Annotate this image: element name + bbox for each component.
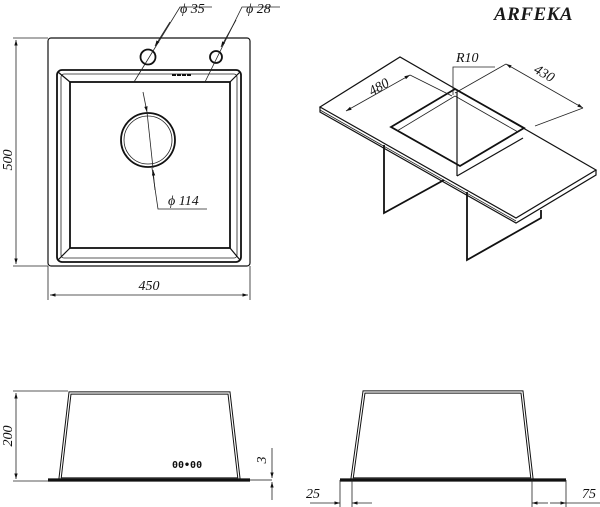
right-flange-dimension: 75 [582, 487, 596, 502]
overflow-symbol: 00•00 [172, 460, 202, 471]
tap-hole-28 [209, 50, 223, 64]
isometric-view: R10 480 430 [318, 51, 598, 262]
width-dimension-iso: 430 [531, 62, 557, 85]
tap-hole-35 [139, 48, 157, 66]
bowl-inner-wall [69, 81, 231, 249]
overflow-slots [172, 74, 191, 76]
depth-dimension: 480 [367, 76, 393, 99]
brand-logo: ARFEKA [493, 4, 573, 25]
bowl-outer-rim [56, 69, 242, 263]
rim-thickness-dimension: 3 [255, 457, 270, 465]
sink-outer-outline [47, 37, 251, 267]
front-view: 00•00 200 3 [1, 390, 274, 500]
top-view: ϕ 35 ϕ 28 ϕ 114 500 450 [1, 2, 280, 300]
depth-dimension-front: 200 [1, 426, 16, 447]
radius-dimension: R10 [455, 51, 479, 66]
drain-dimension: ϕ 114 [168, 194, 199, 209]
height-dimension: 500 [1, 150, 16, 171]
drain-hole [120, 112, 176, 168]
hole-right-dimension: ϕ 28 [246, 2, 271, 17]
width-dimension: 450 [139, 279, 160, 294]
hole-left-dimension: ϕ 35 [180, 2, 205, 17]
side-view: 25 75 [306, 390, 600, 507]
left-flange-dimension: 25 [306, 487, 320, 502]
